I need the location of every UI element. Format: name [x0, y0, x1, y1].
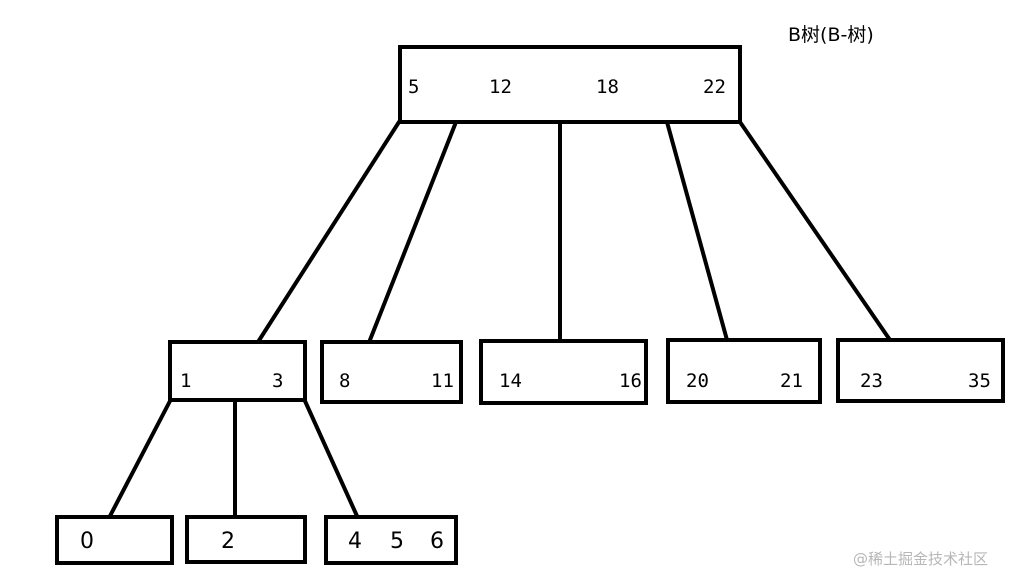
- node-key: 5: [390, 529, 404, 554]
- node-key: 21: [780, 370, 803, 392]
- node-4-5-6: 4 5 6: [324, 515, 458, 565]
- edge-node-1-3-to-node-0: [108, 399, 172, 518]
- diagram-title: B树(B-树): [788, 24, 874, 46]
- edge-root-to-node-23-35: [738, 120, 892, 342]
- root-key: 18: [596, 76, 619, 98]
- node-23-35: 23 35: [836, 338, 1005, 403]
- node-key: 0: [80, 529, 94, 554]
- node-key: 1: [180, 370, 192, 392]
- edge-root-to-node-1-3: [256, 120, 401, 344]
- root-key: 22: [703, 76, 726, 98]
- watermark: @稀土掘金技术社区: [853, 550, 989, 568]
- node-8-11: 8 11: [320, 340, 463, 404]
- node-key: 14: [499, 370, 522, 392]
- node-key: 6: [430, 529, 444, 554]
- root-key: 5: [408, 76, 420, 98]
- root-key: 12: [489, 76, 512, 98]
- root-node: 5 12 18 22: [398, 45, 742, 124]
- edge-root-to-node-20-21: [665, 120, 729, 342]
- node-20-21: 20 21: [666, 338, 822, 404]
- node-key: 23: [860, 370, 883, 392]
- edge-node-1-3-to-node-4-5-6: [303, 399, 359, 518]
- node-14-16: 14 16: [479, 339, 648, 405]
- node-key: 11: [431, 370, 454, 392]
- node-key: 16: [619, 370, 642, 392]
- node-key: 2: [221, 529, 235, 554]
- node-0: 0: [55, 515, 174, 565]
- node-2: 2: [185, 515, 307, 564]
- node-key: 4: [348, 529, 362, 554]
- node-key: 3: [272, 370, 284, 392]
- edge-root-to-node-8-11: [366, 120, 458, 347]
- node-key: 8: [339, 370, 351, 392]
- node-1-3: 1 3: [168, 340, 307, 402]
- node-key: 20: [686, 370, 709, 392]
- node-key: 35: [968, 370, 991, 392]
